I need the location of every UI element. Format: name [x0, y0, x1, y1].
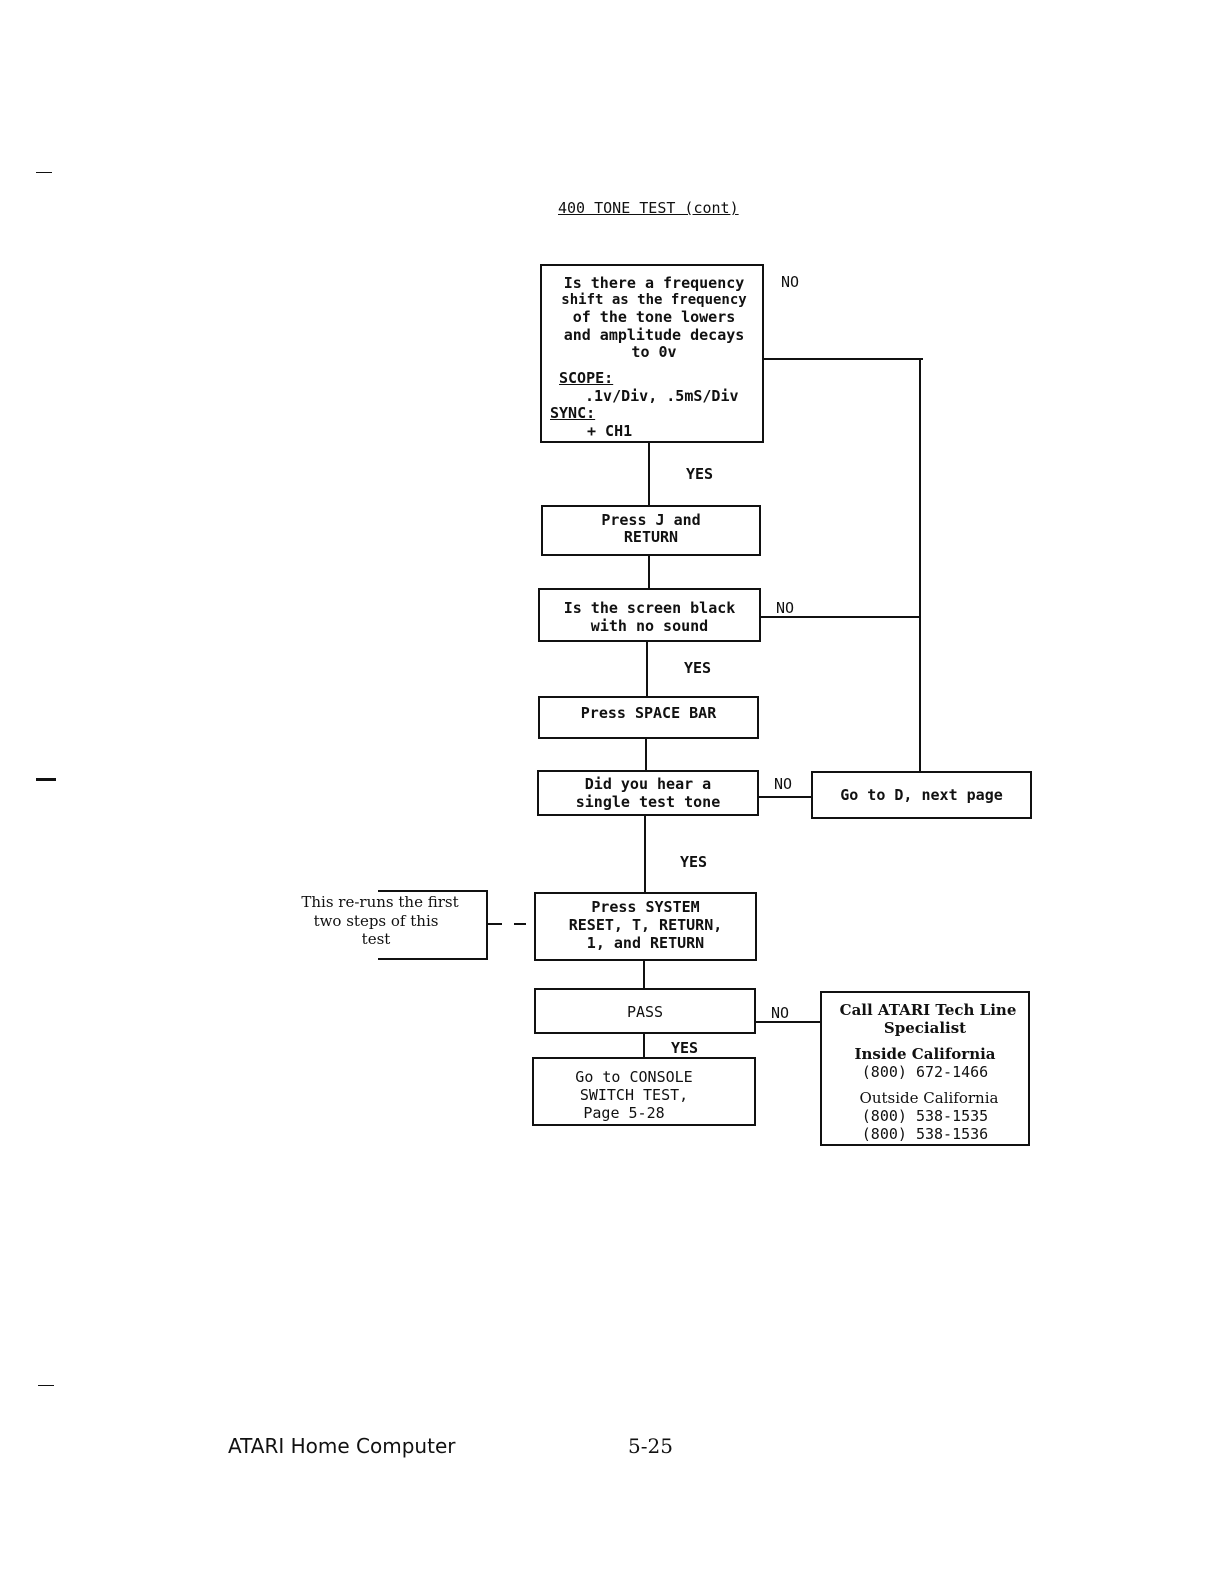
rerun-note-line-1: This re-runs the first: [301, 893, 459, 911]
rerun-note-box: [378, 890, 488, 960]
connector-pass-yes: [643, 1033, 645, 1058]
single-test-tone-question-box: Did you hear a single test tone: [537, 770, 759, 816]
frequency-shift-question-box: Is there a frequency shift as the freque…: [540, 264, 764, 443]
press-j-return-line-1: Press J and: [601, 511, 701, 529]
call-tech-line-line-2: Specialist: [883, 1019, 967, 1037]
frequency-shift-question-line-3: of the tone lowers: [572, 308, 736, 326]
q1-no-label: NO: [781, 273, 800, 291]
pass-box: PASS: [534, 988, 756, 1034]
frequency-shift-question-line-1: Is there a frequency: [563, 274, 745, 292]
page-title: 400 TONE TEST (cont): [558, 199, 739, 217]
connector-note-dash-1: [488, 923, 502, 925]
scope-label: SCOPE:: [559, 369, 614, 387]
connector-q2-yes: [646, 642, 648, 697]
console-switch-test-line-2: SWITCH TEST,: [579, 1086, 689, 1104]
connector-pass-no-horizontal: [756, 1021, 822, 1023]
rerun-note-line-3: test: [361, 930, 391, 948]
q2-yes-label: YES: [684, 659, 712, 677]
connector-q3-no-horizontal: [758, 796, 813, 798]
connector-q2-no-horizontal: [760, 616, 921, 618]
connector-note-dash-2: [514, 923, 526, 925]
outside-california-phone-1: (800) 538-1535: [861, 1107, 989, 1125]
call-tech-line-line-1: Call ATARI Tech Line: [839, 1001, 1017, 1019]
q1-yes-label: YES: [686, 465, 714, 483]
pass-yes-label: YES: [671, 1039, 699, 1057]
press-space-bar-label: Press SPACE BAR: [580, 704, 717, 722]
press-space-bar-box: Press SPACE BAR: [538, 696, 759, 739]
screen-black-question-line-2: with no sound: [590, 617, 709, 635]
console-switch-test-box: Go to CONSOLE SWITCH TEST, Page 5-28: [532, 1057, 756, 1126]
press-system-reset-line-3: 1, and RETURN: [586, 934, 705, 952]
rerun-note-line-2: two steps of this: [313, 912, 439, 930]
q3-no-label: NO: [774, 775, 793, 793]
q2-no-label: NO: [776, 599, 795, 617]
pass-label: PASS: [626, 1003, 664, 1021]
press-j-return-line-2: RETURN: [623, 528, 679, 546]
inside-california-label: Inside California: [854, 1045, 996, 1063]
connector-no-vertical: [919, 358, 921, 772]
q3-yes-label: YES: [680, 853, 708, 871]
pass-no-label: NO: [771, 1004, 790, 1022]
screen-black-question-line-1: Is the screen black: [563, 599, 736, 617]
scope-value: .1v/Div, .5mS/Div: [585, 387, 739, 405]
frequency-shift-question-line-5: to 0v: [631, 343, 677, 361]
connector-reset-pass: [643, 961, 645, 990]
single-test-tone-question-line-2: single test tone: [575, 793, 721, 811]
single-test-tone-question-line-1: Did you hear a: [584, 775, 712, 793]
press-system-reset-line-1: Press SYSTEM: [591, 898, 700, 916]
connector-space-q3: [645, 739, 647, 771]
press-system-reset-line-2: RESET, T, RETURN,: [568, 916, 723, 934]
console-switch-test-line-3: Page 5-28: [583, 1104, 665, 1122]
go-to-d-label: Go to D, next page: [840, 786, 1003, 804]
connector-pressj-q2: [648, 556, 650, 588]
frequency-shift-question-line-4: and amplitude decays: [563, 326, 745, 344]
outside-california-label: Outside California: [859, 1089, 999, 1107]
connector-q3-yes: [644, 816, 646, 893]
connector-q1-yes: [648, 442, 650, 506]
press-system-reset-box: Press SYSTEM RESET, T, RETURN, 1, and RE…: [534, 892, 757, 961]
scan-mark-3: [38, 1385, 54, 1386]
screen-black-question-box: Is the screen black with no sound: [538, 588, 761, 642]
footer-publication-title: ATARI Home Computer: [228, 1434, 456, 1458]
scan-mark-1: [36, 172, 52, 173]
footer-page-number: 5-25: [628, 1434, 673, 1458]
outside-california-phone-2: (800) 538-1536: [861, 1125, 989, 1143]
press-j-return-box: Press J and RETURN: [541, 505, 761, 556]
call-tech-line-box: Call ATARI Tech Line Specialist Inside C…: [820, 991, 1030, 1146]
console-switch-test-line-1: Go to CONSOLE: [575, 1068, 693, 1086]
frequency-shift-question-line-2: shift as the frequency: [561, 292, 747, 308]
sync-label: SYNC:: [550, 404, 596, 422]
connector-q1-no-horizontal: [763, 358, 923, 360]
sync-value: + CH1: [587, 422, 633, 440]
inside-california-phone: (800) 672-1466: [861, 1063, 989, 1081]
scan-mark-2: [36, 778, 56, 781]
go-to-d-box: Go to D, next page: [811, 771, 1032, 819]
